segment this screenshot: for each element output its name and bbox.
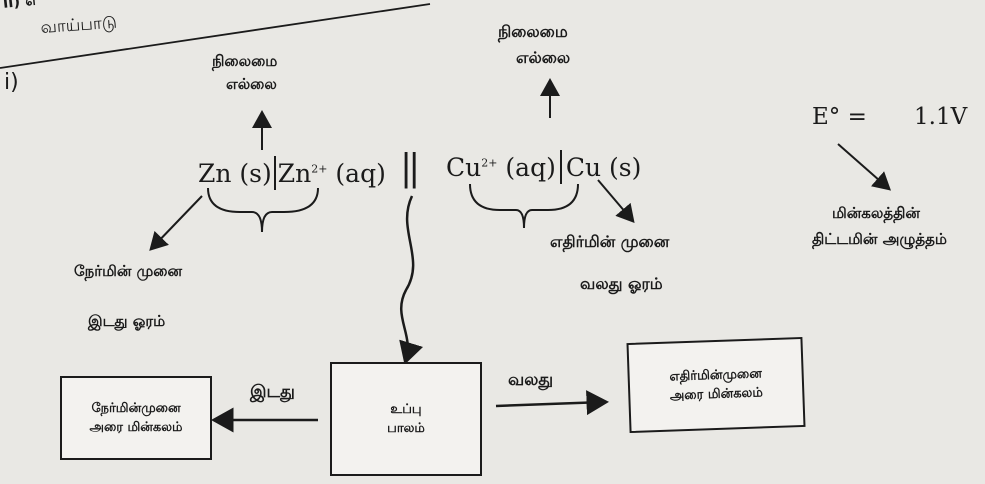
emf-arrow [837, 143, 892, 191]
anode-label-line1: நேர்மின் முனை [74, 262, 183, 280]
right-arrow-label: வலது [508, 370, 554, 390]
salt-bridge-box: உப்பு பாலம் [330, 362, 482, 476]
cathode-species: Cu (s) [565, 153, 642, 182]
phase-boundary-left [273, 156, 276, 190]
salt-bridge-box-line1: உப்பு [390, 402, 422, 417]
cathode-arrow [597, 179, 635, 224]
anode-species: Zn (s) [198, 159, 272, 188]
cathode-label-line1: எதிர்மின் முனை [550, 232, 670, 251]
header-rule [0, 3, 431, 69]
left-brace [207, 187, 319, 233]
right-boundary-label-line2: எல்லை [516, 48, 571, 67]
anode-arrow [149, 195, 203, 251]
anode-box-line2: அரை மின்கலம் [89, 420, 183, 435]
right-boundary-label-line1: நிலைமை [498, 22, 568, 41]
anode-half-cell-box: நேர்மின்முனை அரை மின்கலம் [60, 376, 212, 460]
emf-description-line1: மின்கலத்தின் [832, 204, 920, 222]
cathode-ion: Cu [446, 153, 482, 182]
left-boundary-label-line1: நிலைமை [212, 52, 278, 70]
cell-notation-anode: Zn (s)Zn2+ (aq) [198, 156, 386, 190]
anode-ion-charge: 2+ [311, 162, 328, 176]
right-arrow [495, 390, 609, 416]
cathode-box-line2: அரை மின்கலம் [669, 385, 764, 404]
right-brace [469, 183, 579, 229]
anode-box-line1: நேர்மின்முனை [91, 401, 181, 416]
item-number: i) [4, 70, 19, 95]
anode-ion-state: (aq) [335, 159, 386, 188]
cathode-ion-charge: 2+ [481, 156, 498, 170]
cathode-label-line2: வலது ஓரம் [580, 274, 663, 293]
cell-notation-cathode: Cu2+ (aq) Cu (s) [446, 150, 641, 184]
anode-label-line2: இடது ஓரம் [88, 312, 166, 330]
cathode-ion-state: (aq) [505, 153, 556, 182]
salt-bridge-box-line2: பாலம் [387, 421, 425, 436]
salt-bridge-symbol: || [400, 148, 420, 189]
cathode-half-cell-box: எதிர்மின்முனை அரை மின்கலம் [626, 336, 806, 434]
left-boundary-label-line2: எல்லை [226, 75, 277, 93]
emf-value: 1.1V [914, 104, 968, 130]
emf-symbol: E° = [812, 104, 867, 130]
phase-boundary-right [559, 150, 562, 184]
anode-ion: Zn [277, 159, 312, 188]
emf-description-line2: திட்டமின் அழுத்தம் [812, 230, 948, 248]
salt-bridge-wavy-arrow [399, 195, 424, 365]
left-arrow-label: இடது [250, 382, 295, 402]
